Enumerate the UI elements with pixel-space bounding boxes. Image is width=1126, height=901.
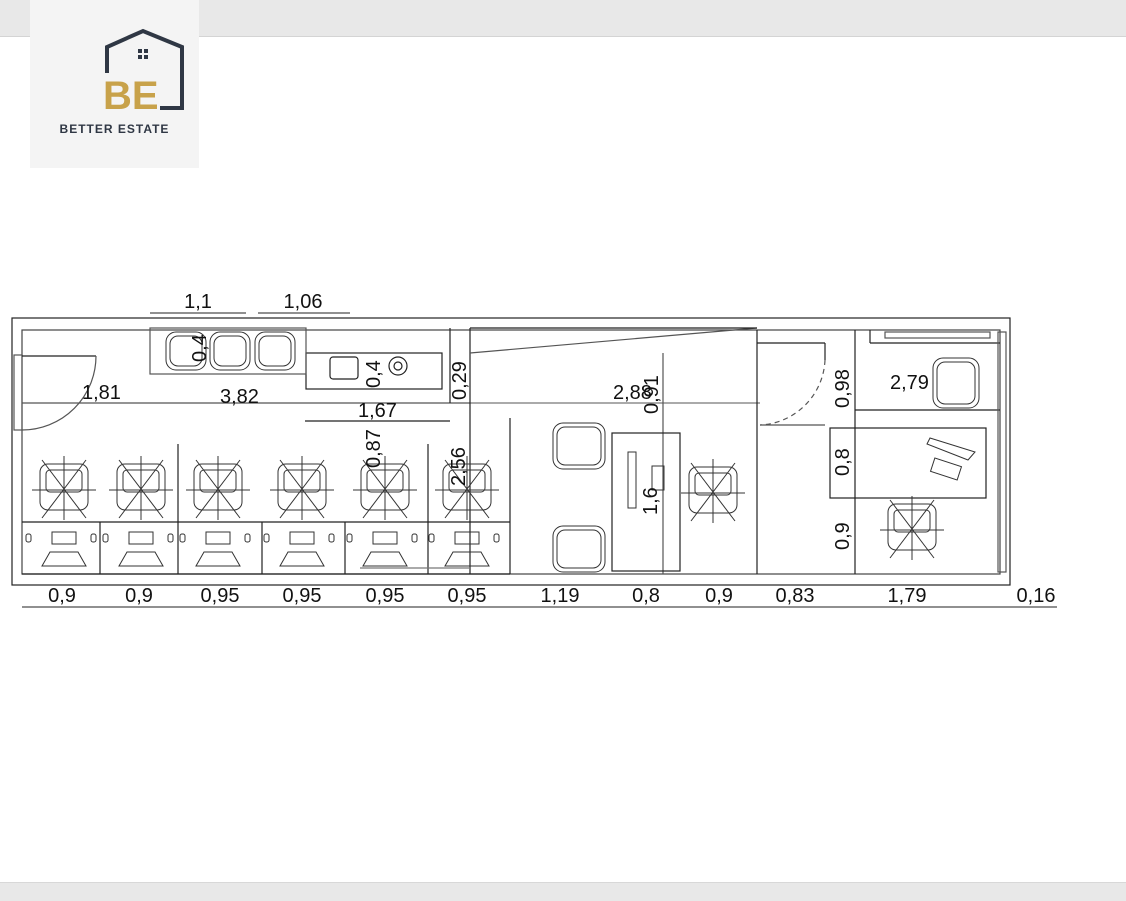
dim-inner-3: 1,81 (82, 382, 121, 404)
monitor-icon (444, 551, 490, 567)
monitor-icon (279, 551, 325, 567)
dim-inner-1: 0,4 (363, 360, 385, 388)
bottom-bar (0, 882, 1126, 901)
waiting-chair-icon (165, 331, 207, 371)
keyboard-icon (372, 531, 398, 545)
dim-inner-4: 3,82 (220, 386, 259, 408)
dim-inner-5: 1,67 (358, 400, 397, 422)
monitor-icon (118, 551, 164, 567)
dim-inner-8: 2,88 (613, 382, 652, 404)
meeting-chair-icon (552, 422, 606, 470)
keyboard-icon (128, 531, 154, 545)
dim-bottom-10: 1,79 (888, 585, 927, 607)
monitor-icon (195, 551, 241, 567)
mouse-icon (25, 533, 32, 543)
house-logo-icon (105, 28, 184, 110)
dim-bottom-11: 0,16 (1017, 585, 1056, 607)
dim-inner-6: 0,87 (363, 429, 385, 468)
monitor-icon (627, 451, 637, 509)
stove-icon (388, 356, 408, 376)
dim-bottom-4: 0,95 (366, 585, 405, 607)
keyboard-icon (289, 531, 315, 545)
monitor-icon (362, 551, 408, 567)
dim-inner-2: 0,29 (449, 361, 471, 400)
dim-inner-13: 0,8 (832, 448, 854, 476)
monitor-icon (926, 437, 976, 461)
dim-top-0: 1,1 (184, 291, 212, 313)
dim-inner-0: 0,4 (189, 334, 211, 362)
dim-bottom-1: 0,9 (125, 585, 153, 607)
keyboard-icon (205, 531, 231, 545)
dim-bottom-5: 0,95 (448, 585, 487, 607)
logo-card: BE BETTER ESTATE (30, 0, 199, 168)
meeting-chair-icon (552, 525, 606, 573)
keyboard-icon (454, 531, 480, 545)
mouse-icon (102, 533, 109, 543)
dim-top-1: 1,06 (284, 291, 323, 313)
dim-bottom-8: 0,9 (705, 585, 733, 607)
outer-wall (11, 317, 1011, 586)
dim-bottom-0: 0,9 (48, 585, 76, 607)
dim-bottom-2: 0,95 (201, 585, 240, 607)
keyboard-icon (929, 457, 963, 481)
waiting-chair-icon (209, 331, 251, 371)
dim-inner-10: 1,6 (640, 487, 662, 515)
mouse-icon (263, 533, 270, 543)
dim-bottom-9: 0,83 (776, 585, 815, 607)
dim-inner-12: 2,79 (890, 372, 929, 394)
dim-bottom-6: 1,19 (541, 585, 580, 607)
sink-icon (329, 356, 359, 380)
monitor-icon (41, 551, 87, 567)
mouse-icon (346, 533, 353, 543)
waiting-chair-icon (254, 331, 296, 371)
dim-inner-14: 0,9 (832, 522, 854, 550)
inner-wall (21, 329, 1001, 575)
dim-inner-11: 0,98 (832, 369, 854, 408)
logo-monogram: BE (103, 74, 159, 118)
mouse-icon (179, 533, 186, 543)
keyboard-icon (651, 465, 665, 491)
brand-name: BETTER ESTATE (59, 122, 170, 136)
dim-inner-7: 2,56 (448, 447, 470, 486)
mouse-icon (428, 533, 435, 543)
dim-bottom-7: 0,8 (632, 585, 660, 607)
dim-bottom-3: 0,95 (283, 585, 322, 607)
office-chair-icon (932, 357, 980, 409)
keyboard-icon (51, 531, 77, 545)
dim-inner-9: 0,91 (641, 375, 663, 414)
